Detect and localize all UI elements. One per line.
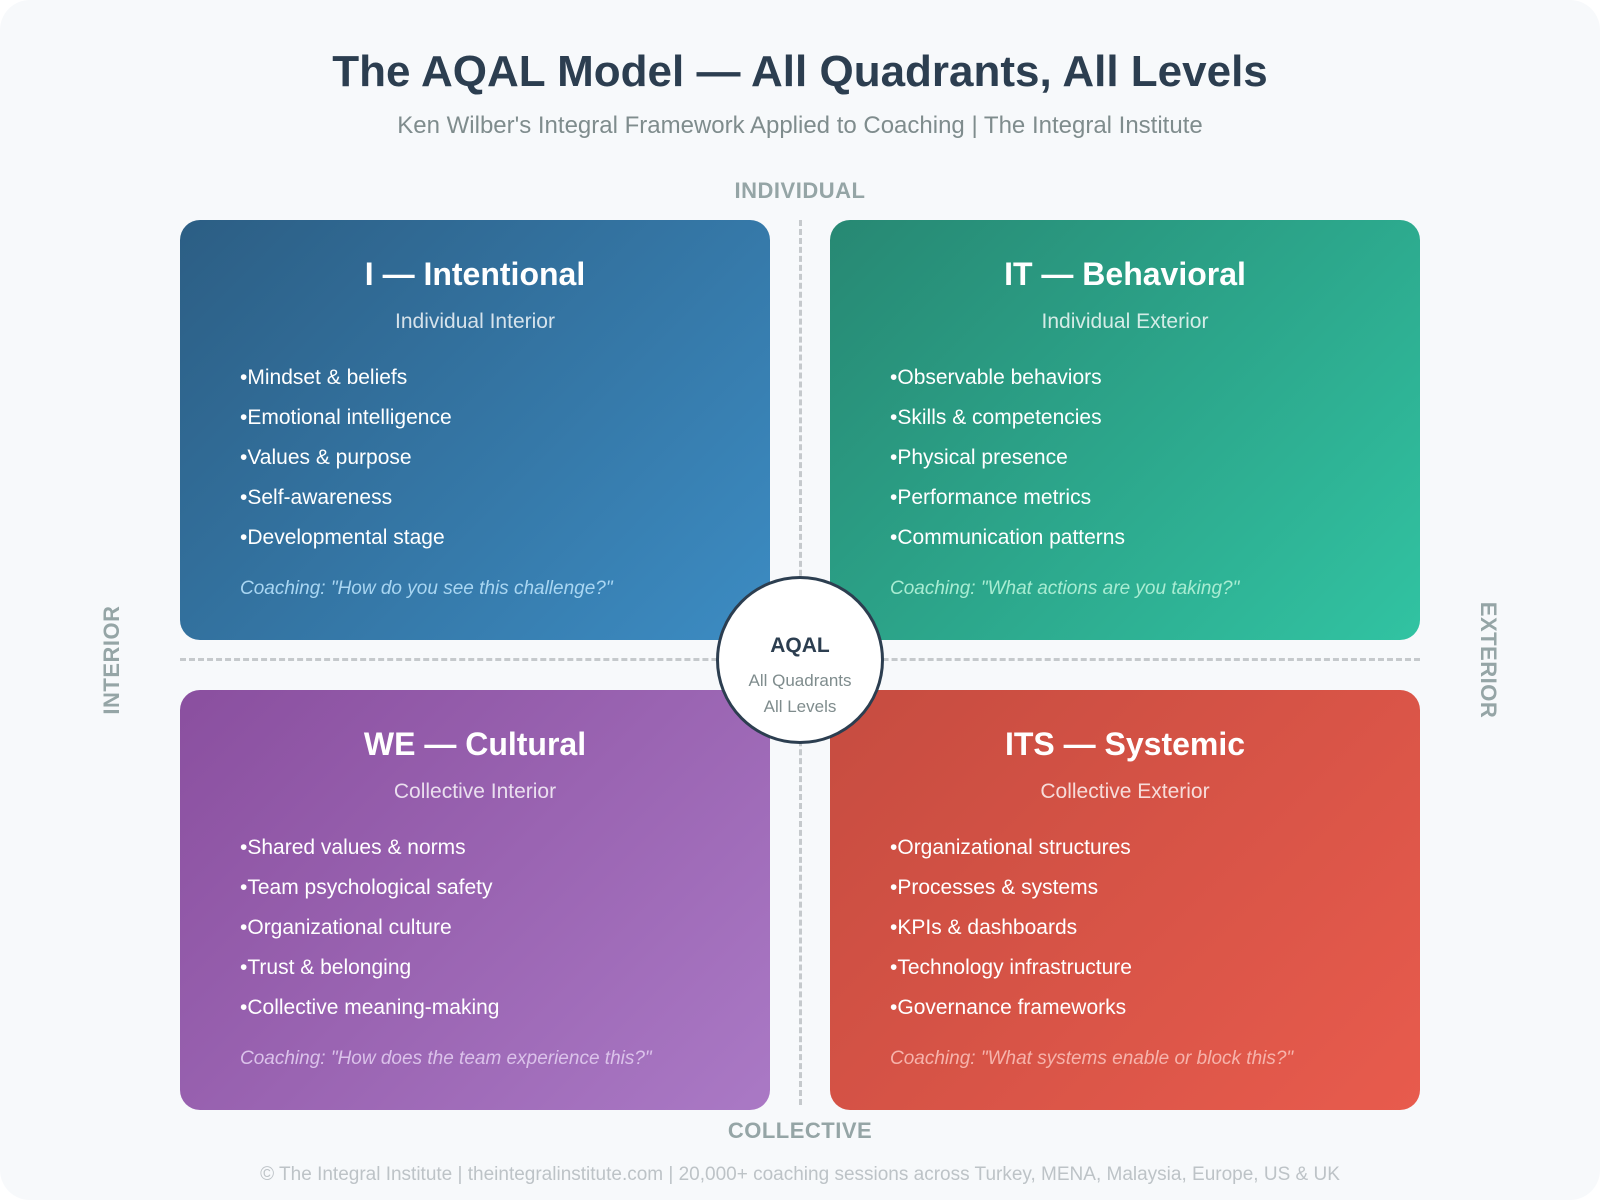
list-item: Technology infrastructure <box>890 948 1132 988</box>
coaching-question: Coaching: "What actions are you taking?" <box>890 578 1240 599</box>
coaching-question: Coaching: "How do you see this challenge… <box>240 578 613 599</box>
list-item: Team psychological safety <box>240 868 499 908</box>
list-item: Shared values & norms <box>240 828 499 868</box>
list-item: Skills & competencies <box>890 398 1125 438</box>
quadrant-list: Observable behaviors Skills & competenci… <box>890 358 1125 558</box>
list-item: Organizational structures <box>890 828 1132 868</box>
aqal-center-circle: AQAL All Quadrants All Levels <box>716 576 884 744</box>
list-item: Developmental stage <box>240 518 452 558</box>
list-item: Collective meaning-making <box>240 988 499 1028</box>
axis-label-collective: COLLECTIVE <box>727 1118 873 1143</box>
list-item: Mindset & beliefs <box>240 358 452 398</box>
list-item: Values & purpose <box>240 438 452 478</box>
center-line-1: All Quadrants <box>748 671 852 690</box>
center-line-2: All Levels <box>763 697 837 716</box>
quadrant-systemic: ITS — Systemic Collective Exterior Organ… <box>830 690 1420 1110</box>
coaching-question: Coaching: "What systems enable or block … <box>890 1048 1294 1069</box>
quadrant-list: Shared values & norms Team psychological… <box>240 828 499 1028</box>
quadrant-behavioral: IT — Behavioral Individual Exterior Obse… <box>830 220 1420 640</box>
list-item: Emotional intelligence <box>240 398 451 438</box>
list-item: Self-awareness <box>240 478 452 518</box>
list-item: Governance frameworks <box>890 988 1132 1028</box>
page-subtitle: Ken Wilber's Integral Framework Applied … <box>397 112 1203 139</box>
quadrant-title: ITS — Systemic <box>1004 726 1246 762</box>
quadrant-title: I — Intentional <box>364 256 586 292</box>
footer-text: © The Integral Institute | theintegralin… <box>260 1164 1340 1185</box>
list-item: Observable behaviors <box>890 358 1125 398</box>
list-item: Trust & belonging <box>240 948 499 988</box>
quadrant-subtitle: Individual Exterior <box>1041 310 1209 333</box>
axis-label-interior: INTERIOR <box>99 605 124 715</box>
quadrant-cultural: WE — Cultural Collective Interior Shared… <box>180 690 770 1110</box>
quadrant-list: Mindset & beliefs Emotional intelligence… <box>240 358 452 558</box>
list-item: Organizational culture <box>240 908 499 948</box>
axis-label-individual: INDIVIDUAL <box>734 178 866 203</box>
quadrant-title: IT — Behavioral <box>1004 256 1246 292</box>
quadrant-subtitle: Collective Exterior <box>1040 780 1210 803</box>
list-item: Processes & systems <box>890 868 1132 908</box>
quadrant-list: Organizational structures Processes & sy… <box>890 828 1132 1028</box>
list-item: KPIs & dashboards <box>890 908 1132 948</box>
axis-label-exterior: EXTERIOR <box>1476 601 1501 719</box>
page-title: The AQAL Model — All Quadrants, All Leve… <box>332 47 1268 96</box>
quadrant-subtitle: Individual Interior <box>395 310 555 333</box>
quadrant-intentional: I — Intentional Individual Interior Mind… <box>180 220 770 640</box>
list-item: Physical presence <box>890 438 1125 478</box>
list-item: Communication patterns <box>890 518 1125 558</box>
quadrant-subtitle: Collective Interior <box>393 780 557 803</box>
center-title: AQAL <box>770 634 830 657</box>
list-item: Performance metrics <box>890 478 1125 518</box>
quadrant-title: WE — Cultural <box>363 726 587 762</box>
coaching-question: Coaching: "How does the team experience … <box>240 1048 652 1069</box>
